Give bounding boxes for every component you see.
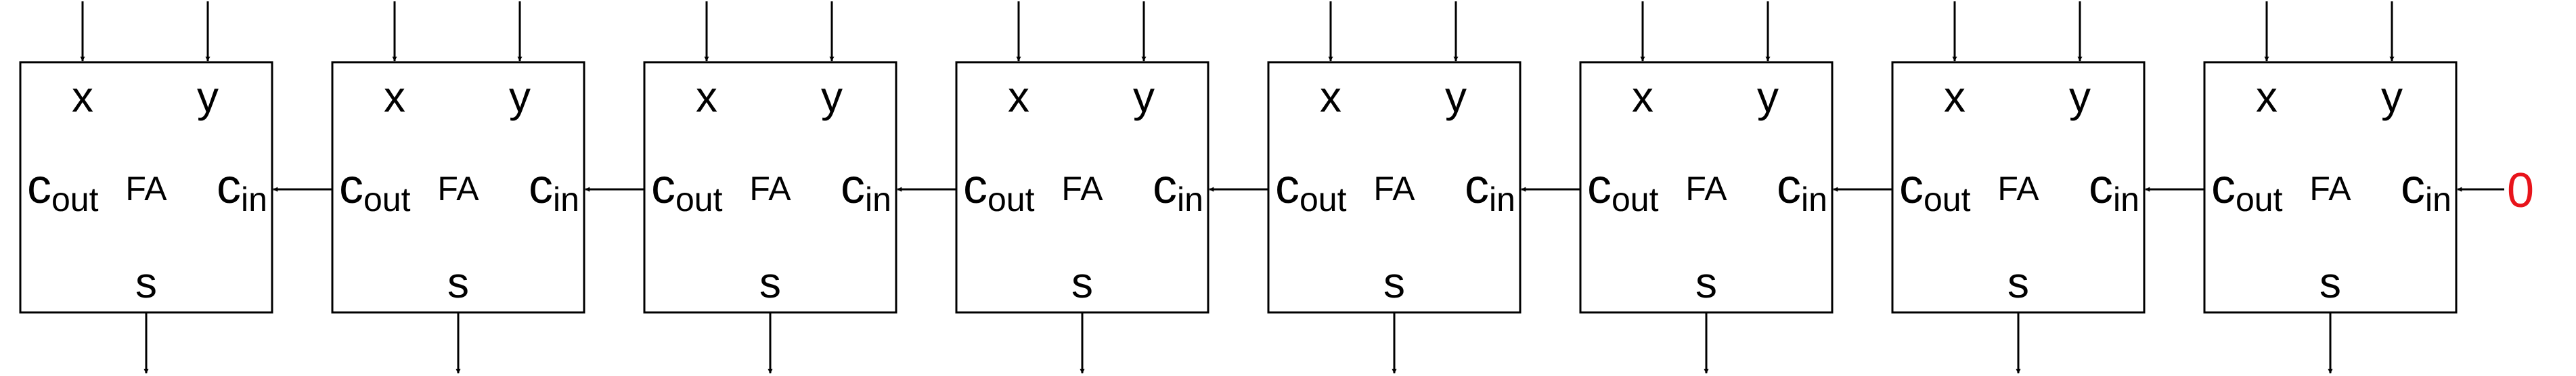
full-adder-label: FA <box>1997 170 2039 208</box>
full-adder-label: FA <box>1373 170 1415 208</box>
full-adder-5: x y cout FA cin s <box>1267 1 1580 374</box>
sum-label: s <box>1071 258 1093 307</box>
full-adder-6: x y cout FA cin s <box>1579 1 1892 374</box>
input-x-label: x <box>384 72 405 121</box>
carry-in-label: cin <box>2401 160 2451 218</box>
full-adder-3: x y cout FA cin s <box>643 1 956 374</box>
carry-out-label: cout <box>339 160 411 218</box>
input-y-label: y <box>821 72 843 121</box>
carry-out-label: cout <box>1275 160 1347 218</box>
input-y-label: y <box>1445 72 1467 121</box>
input-y-label: y <box>2381 72 2403 121</box>
carry-out-label: cout <box>2211 160 2283 218</box>
input-x-label: x <box>1632 72 1653 121</box>
full-adder-2: x y cout FA cin s <box>331 1 644 374</box>
input-x-label: x <box>696 72 717 121</box>
input-x-label: x <box>1320 72 1341 121</box>
carry-in-label: cin <box>1777 160 1827 218</box>
carry-out-label: cout <box>963 160 1035 218</box>
carry-in-label: cin <box>217 160 267 218</box>
input-y-label: y <box>197 72 219 121</box>
full-adder-label: FA <box>1685 170 1727 208</box>
input-y-label: y <box>1757 72 1779 121</box>
input-x-label: x <box>2256 72 2278 121</box>
carry-out-label: cout <box>651 160 723 218</box>
carry-out-label: cout <box>1899 160 1971 218</box>
sum-label: s <box>1695 258 1717 307</box>
carry-in-label: cin <box>1153 160 1203 218</box>
input-x-label: x <box>1008 72 1029 121</box>
full-adder-label: FA <box>125 170 167 208</box>
full-adder-label: FA <box>437 170 479 208</box>
full-adder-8: x y cout FA cin s <box>2203 1 2504 374</box>
input-y-label: y <box>2069 72 2091 121</box>
full-adder-label: FA <box>749 170 791 208</box>
carry-in-label: cin <box>1465 160 1515 218</box>
full-adder-label: FA <box>2309 170 2351 208</box>
carry-out-label: cout <box>27 160 99 218</box>
carry-in-label: cin <box>529 160 579 218</box>
initial-carry-in-label: 0 <box>2507 164 2534 218</box>
carry-in-label: cin <box>841 160 891 218</box>
sum-label: s <box>759 258 781 307</box>
sum-label: s <box>2319 258 2341 307</box>
sum-label: s <box>2007 258 2029 307</box>
sum-label: s <box>135 258 157 307</box>
carry-in-label: cin <box>2089 160 2139 218</box>
sum-label: s <box>447 258 469 307</box>
input-x-label: x <box>72 72 93 121</box>
carry-out-label: cout <box>1587 160 1659 218</box>
input-y-label: y <box>1133 72 1155 121</box>
input-x-label: x <box>1944 72 1966 121</box>
input-y-label: y <box>509 72 531 121</box>
full-adder-7: x y cout FA cin s <box>1891 1 2204 374</box>
full-adder-1: x y cout FA cin s <box>19 1 332 374</box>
full-adder-chain: x y cout FA cin s x y cout FA cin s x y cout FA cin s x y co… <box>19 1 2504 374</box>
sum-label: s <box>1383 258 1405 307</box>
full-adder-4: x y cout FA cin s <box>955 1 1268 374</box>
full-adder-label: FA <box>1061 170 1103 208</box>
